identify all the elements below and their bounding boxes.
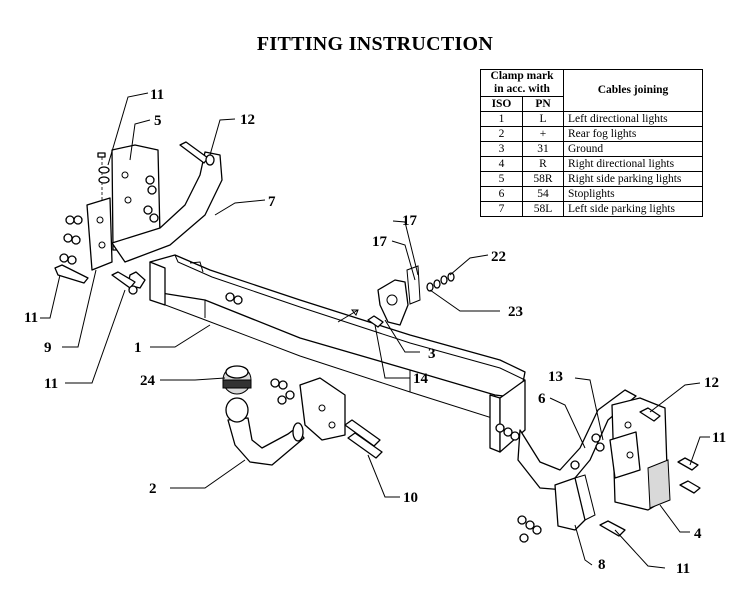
iso-cell: 6	[480, 186, 523, 202]
label-7: 7	[268, 194, 276, 210]
label-11-top-left: 11	[150, 87, 164, 103]
label-8: 8	[598, 557, 606, 573]
label-11-right: 11	[712, 430, 726, 446]
table-row: 4 R Right directional lights	[480, 156, 703, 172]
table-row: 2 + Rear fog lights	[480, 126, 703, 142]
right-lower-plate	[554, 474, 596, 531]
pn-cell: 31	[521, 141, 565, 157]
right-bracket	[609, 397, 671, 511]
label-1: 1	[134, 340, 142, 356]
label-17-top: 17	[402, 213, 418, 229]
label-23: 23	[508, 304, 523, 320]
iso-cell: 7	[480, 201, 523, 217]
label-3: 3	[428, 346, 436, 362]
header-clamp-mark: Clamp mark in acc. with	[480, 69, 564, 97]
cable-cell: Right side parking lights	[563, 171, 703, 187]
label-24: 24	[140, 373, 156, 389]
ball-mount-plate	[299, 377, 346, 441]
cable-cell: Left directional lights	[563, 111, 703, 127]
label-6: 6	[538, 391, 546, 407]
table-row: 5 58R Right side parking lights	[480, 171, 703, 187]
label-4: 4	[694, 526, 702, 542]
left-side-arm	[111, 151, 223, 263]
label-22: 22	[491, 249, 506, 265]
label-14: 14	[413, 371, 429, 387]
table-row: 7 58L Left side parking lights	[480, 201, 703, 217]
fastener-set	[54, 141, 701, 543]
label-5: 5	[154, 113, 162, 129]
header-iso: ISO	[480, 96, 523, 112]
socket-plate	[377, 265, 421, 326]
pn-cell: R	[521, 156, 565, 172]
table-row: 1 L Left directional lights	[480, 111, 703, 127]
wiring-table: Clamp mark in acc. with Cables joining I…	[480, 69, 703, 217]
tow-ball	[222, 365, 252, 423]
label-11-left: 11	[24, 310, 38, 326]
iso-cell: 1	[480, 111, 523, 127]
pn-cell: 58R	[521, 171, 565, 187]
label-2: 2	[149, 481, 157, 497]
label-11-lower-left: 11	[44, 376, 58, 392]
label-11-bottom-right: 11	[676, 561, 690, 577]
label-12-right: 12	[704, 375, 719, 391]
label-17: 17	[372, 234, 388, 250]
pn-cell: +	[521, 126, 565, 142]
iso-cell: 3	[480, 141, 523, 157]
left-bracket	[86, 144, 161, 271]
header-cables-joining: Cables joining	[563, 69, 703, 112]
label-13: 13	[548, 369, 563, 385]
cable-cell: Left side parking lights	[563, 201, 703, 217]
label-10: 10	[403, 490, 418, 506]
cable-cell: Ground	[563, 141, 703, 157]
label-9: 9	[44, 340, 52, 356]
cable-cell: Right directional lights	[563, 156, 703, 172]
tow-ball-neck	[227, 417, 305, 466]
pn-cell: 58L	[521, 201, 565, 217]
iso-cell: 5	[480, 171, 523, 187]
iso-cell: 4	[480, 156, 523, 172]
table-row: 6 54 Stoplights	[480, 186, 703, 202]
header-pn: PN	[521, 96, 565, 112]
cable-cell: Stoplights	[563, 186, 703, 202]
pn-cell: L	[521, 111, 565, 127]
label-12-top: 12	[240, 112, 255, 128]
leader-lines	[40, 92, 710, 569]
part-number-labels: 11 5 12 7 11 9 1 11 17 17 22 23 3 14 24 …	[24, 87, 726, 577]
page-title: FITTING INSTRUCTION	[256, 33, 494, 55]
table-row: 3 31 Ground	[480, 141, 703, 157]
iso-cell: 2	[480, 126, 523, 142]
right-side-arm	[517, 389, 637, 491]
pn-cell: 54	[521, 186, 565, 202]
cable-cell: Rear fog lights	[563, 126, 703, 142]
